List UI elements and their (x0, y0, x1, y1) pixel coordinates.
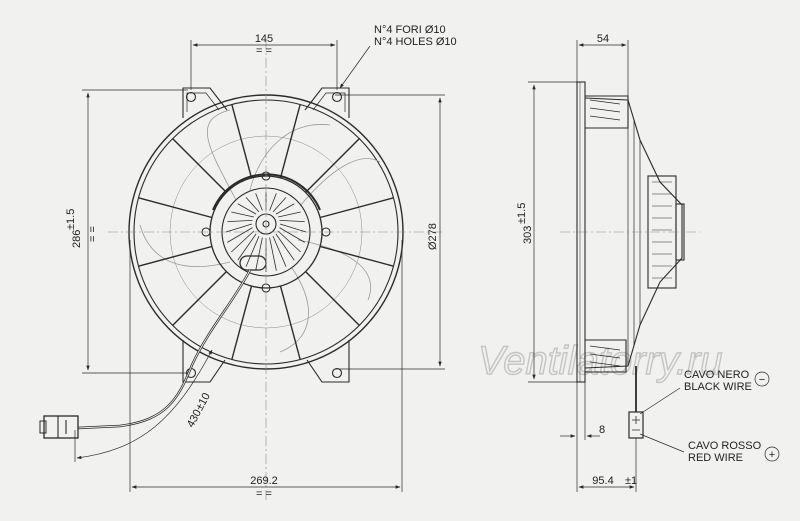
dim-depth: 54 (597, 33, 609, 45)
dim-hole-spacing: 145 (255, 33, 273, 45)
motor-rib (269, 237, 277, 271)
connector (39, 415, 79, 439)
front-view (39, 40, 445, 500)
red-wire-label-en: RED WIRE (688, 452, 743, 464)
motor-rib (245, 197, 260, 213)
guard-spoke (231, 285, 253, 360)
motor-rib (269, 193, 277, 211)
motor-rib (237, 233, 257, 261)
motor-rib (279, 219, 305, 223)
motor-rib (275, 203, 295, 215)
mounting-ear-bottom-right (306, 340, 350, 383)
guard-spoke (172, 138, 227, 193)
holes-label-en: N°4 HOLES Ø10 (374, 36, 457, 48)
plus-symbol: + (769, 449, 775, 461)
side-bracket-bottom (585, 339, 627, 373)
side-dimension-labels: 54 303 ±1.5 8 95.4 ±1 CAVO NERO BLACK WI… (516, 33, 775, 487)
guard-spoke (305, 271, 360, 326)
red-wire-label-it: CAVO ROSSO (688, 440, 762, 452)
guard-spoke (279, 104, 301, 179)
guard-spoke (231, 104, 253, 179)
motor-rib (227, 219, 253, 223)
motor-rib (231, 211, 254, 218)
guard-spokes (138, 104, 394, 360)
mounting-hole (185, 91, 197, 103)
side-dimensions (528, 40, 780, 492)
guard-spoke (319, 245, 394, 267)
guard-spoke (138, 197, 213, 219)
side-view (560, 81, 700, 439)
motor-ribs (225, 192, 307, 272)
cable-gland (239, 255, 267, 271)
motor-rib (245, 235, 260, 267)
motor-rib (279, 223, 307, 233)
side-bracket-top (585, 95, 629, 129)
motor-rib (231, 230, 255, 253)
motor-rib (237, 203, 257, 215)
motor-rib (277, 230, 301, 253)
watermark: Ventilatorry.ru (478, 339, 723, 383)
plus-symbol-circle (764, 446, 780, 462)
motor-rib (272, 235, 287, 267)
equal-mark: = = (256, 45, 272, 57)
front-dimensions (74, 40, 445, 492)
motor-rib (272, 197, 287, 213)
guard-spoke (172, 271, 227, 326)
equal-mark: = = (87, 226, 99, 242)
black-wire-label-it: CAVO NERO (684, 369, 750, 381)
dim-flange: 8 (599, 424, 605, 436)
motor-rib (225, 223, 253, 233)
mounting-hole (331, 367, 343, 379)
motor-rib (279, 227, 305, 243)
dim-diameter: Ø278 (427, 223, 439, 250)
guard-spoke (305, 138, 360, 193)
guard-spoke (138, 245, 213, 267)
dim-vertical-spacing: 286 (71, 230, 83, 248)
minus-symbol: − (759, 374, 765, 386)
dim-cable-length-tol: ±10 (194, 391, 213, 413)
dim-height-tol: ±1.5 (516, 203, 528, 224)
guard-spoke (319, 197, 394, 219)
minus-symbol-circle (754, 371, 770, 387)
motor-rib (278, 211, 301, 218)
mounting-ear-top-left (182, 87, 228, 118)
guard-spoke (279, 285, 301, 360)
cable (77, 269, 252, 430)
holes-label-it: N°4 FORI Ø10 (374, 24, 446, 36)
dim-vertical-spacing-tol: ±1.5 (65, 209, 77, 230)
black-wire-label-en: BLACK WIRE (684, 381, 752, 393)
front-dimension-labels: 145 = = N°4 FORI Ø10 N°4 HOLES Ø10 286 ±… (65, 24, 457, 500)
mounting-ear-top-right (304, 87, 350, 118)
motor-rib (275, 233, 295, 261)
motor-rib (255, 193, 263, 211)
fan-blades (139, 109, 381, 353)
dim-cable-offset: 95.4 (592, 475, 613, 487)
guard-profile (584, 97, 683, 369)
equal-mark: = = (256, 488, 272, 500)
motor-rib (227, 227, 253, 243)
dim-overall-width: 269.2 (250, 475, 278, 487)
dim-height: 303 (522, 226, 534, 244)
mounting-hole (331, 91, 343, 103)
dim-cable-offset-tol: ±1 (625, 475, 637, 487)
motor-rib (255, 237, 263, 271)
